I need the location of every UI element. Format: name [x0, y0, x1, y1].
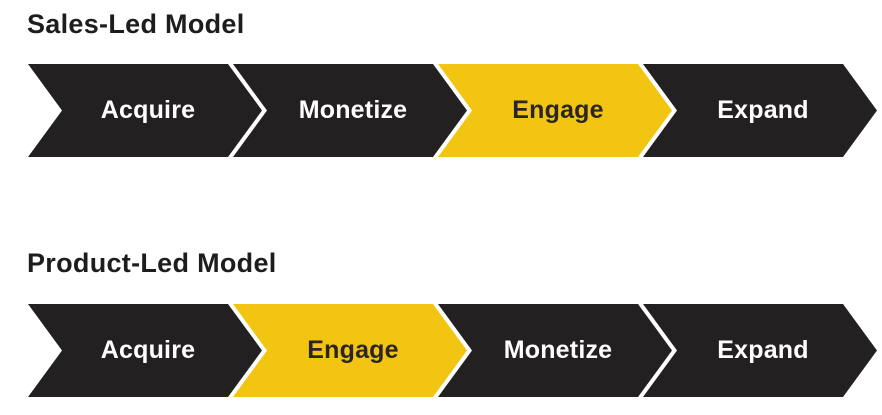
- chevron-step-expand: Expand: [643, 64, 877, 157]
- chevron-step-label: Expand: [717, 336, 809, 364]
- product-led-chevron-row: Acquire Engage Monetize Expand: [28, 304, 848, 397]
- chevron-step-label: Engage: [307, 336, 399, 364]
- sales-led-chevron-row: Acquire Monetize Engage Expand: [28, 64, 848, 157]
- product-led-model-title: Product-Led Model: [27, 248, 277, 278]
- chevron-step-monetize: Monetize: [438, 304, 672, 397]
- chevron-step-engage: Engage: [233, 304, 467, 397]
- sales-led-model-title: Sales-Led Model: [27, 9, 245, 39]
- chevron-step-label: Monetize: [503, 336, 613, 364]
- chevron-step-acquire: Acquire: [28, 304, 262, 397]
- chevron-step-label: Acquire: [100, 336, 196, 364]
- chevron-step-monetize: Monetize: [233, 64, 467, 157]
- chevron-step-acquire: Acquire: [28, 64, 262, 157]
- chevron-step-label: Engage: [512, 96, 604, 124]
- chevron-step-engage: Engage: [438, 64, 672, 157]
- chevron-step-label: Expand: [717, 96, 809, 124]
- chevron-step-expand: Expand: [643, 304, 877, 397]
- chevron-step-label: Monetize: [298, 96, 408, 124]
- chevron-step-label: Acquire: [100, 96, 196, 124]
